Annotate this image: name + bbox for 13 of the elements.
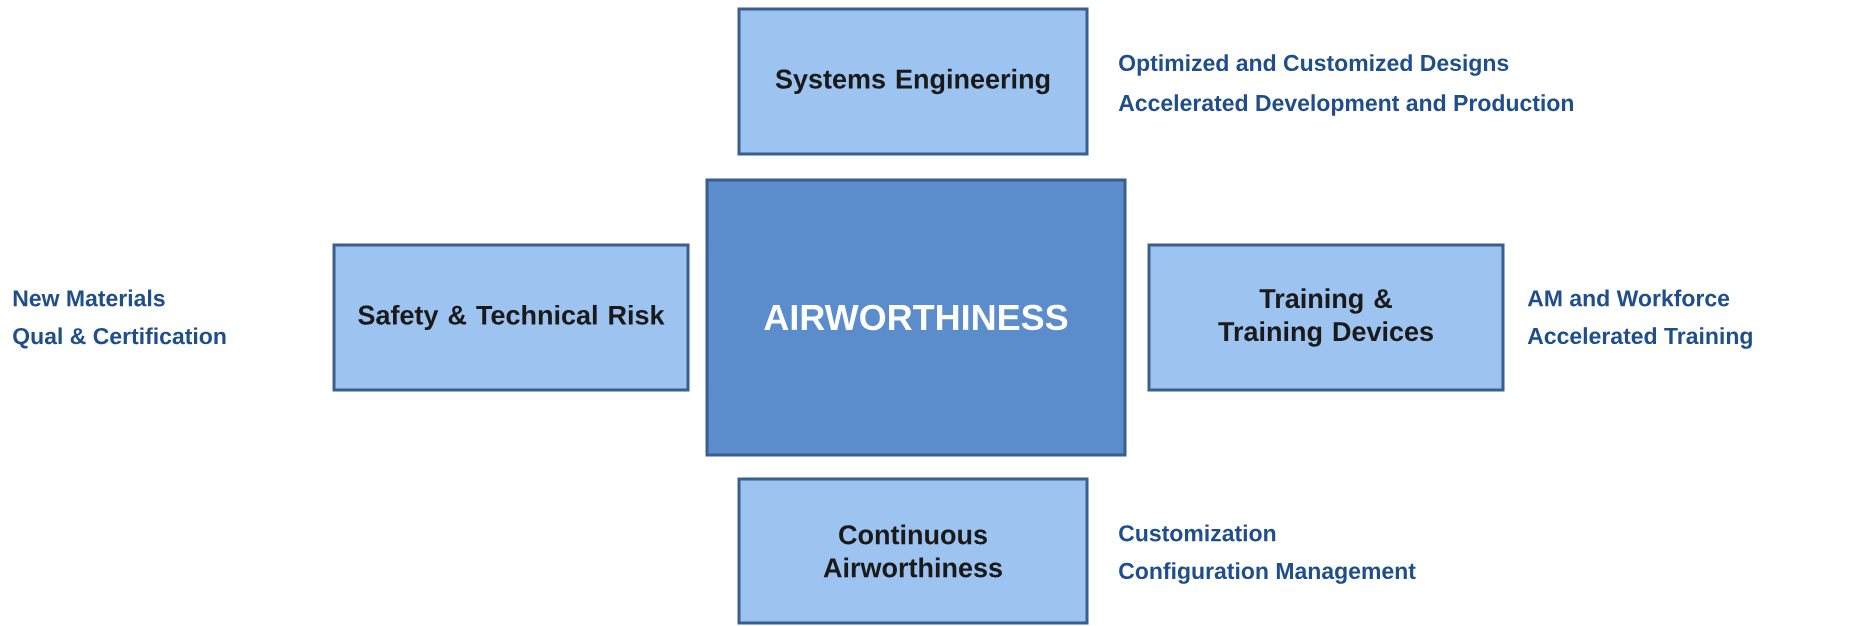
center-box: AIRWORTHINESS [705, 178, 1127, 457]
beside-text: New Materials [13, 289, 165, 307]
beside-text: Accelerated Training [1527, 327, 1752, 349]
beside-text: Customization [1119, 524, 1276, 542]
beside-text: Accelerated Development and Production [1118, 94, 1573, 116]
beside-text: Optimized and Customized Designs [1119, 54, 1509, 76]
topic-box: Safety & Technical Risk [332, 243, 690, 392]
topic-box: Training & Training Devices [1147, 243, 1505, 392]
beside-text: Configuration Management [1119, 562, 1416, 584]
topic-box: Systems Engineering [737, 7, 1089, 156]
beside-text: AM and Workforce [1527, 289, 1730, 307]
beside-text: Qual & Certification [13, 327, 226, 349]
topic-box: Continuous Airworthiness [737, 477, 1089, 625]
